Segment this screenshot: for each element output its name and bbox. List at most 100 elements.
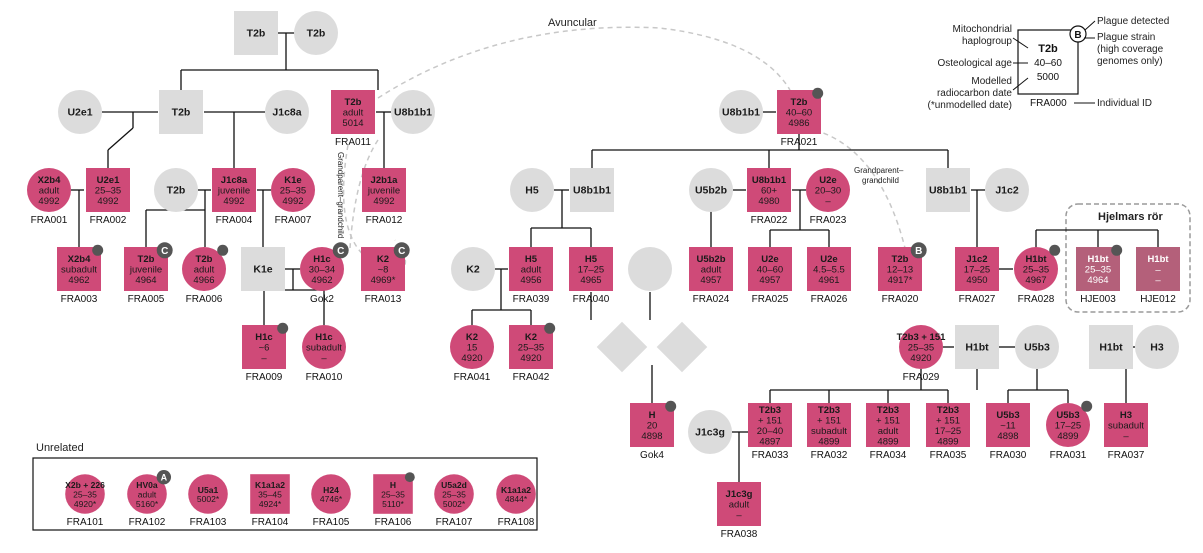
node-t2b_c: T2b — [154, 168, 198, 212]
pedigree-line — [107, 127, 134, 151]
legend-leader-lines — [1012, 20, 1096, 104]
node-label-line: K2 — [466, 332, 478, 343]
node-label-line: ~11 — [1000, 421, 1015, 432]
square-shape — [866, 403, 910, 447]
node-label-line: 4920* — [74, 499, 97, 509]
node-label-line: 4897 — [759, 436, 780, 447]
legend-badge-letter: B — [1074, 30, 1081, 41]
plague-detected-dot — [1049, 244, 1061, 256]
plague-strain-letter: C — [398, 246, 405, 257]
plague-strain-letter: C — [337, 246, 344, 257]
square-shape — [689, 247, 733, 291]
legend-label-id: Individual ID — [1097, 98, 1152, 109]
node-label-line: + 151 — [936, 415, 960, 426]
node-label-line: 4746* — [320, 494, 343, 504]
circle-shape — [188, 474, 228, 514]
node-label-line: 4899 — [877, 436, 898, 447]
node-label-line: 4980 — [758, 196, 779, 207]
node-label-line: J2b1a — [371, 175, 399, 186]
node-label-line: – — [736, 510, 742, 521]
square-shape — [234, 11, 278, 55]
circle-shape — [899, 325, 943, 369]
individual-id: FRA010 — [306, 372, 343, 383]
individual-id: FRA102 — [129, 517, 166, 528]
unrelated-group-box — [32, 457, 538, 531]
node-label-line: K2 — [466, 264, 480, 276]
individual-id: FRA001 — [31, 215, 68, 226]
individual-id: FRA034 — [870, 450, 907, 461]
node-h1bt_sq2: H1bt — [1089, 325, 1133, 369]
node-label-line: 4899 — [937, 436, 958, 447]
plague-detected-dot — [665, 400, 677, 412]
legend-id: FRA000 — [1030, 98, 1067, 109]
node-label-line: adult — [39, 186, 60, 197]
node-label-line: U5b3 — [996, 410, 1019, 421]
node-label-line: 17–25 — [578, 265, 604, 276]
node-label-line: 4967 — [1025, 275, 1046, 286]
node-label-line: – — [1155, 265, 1161, 276]
node-j1c8a_g: J1c8a — [265, 90, 309, 134]
node-label-line: H5 — [525, 185, 539, 197]
legend-label-strain-3: genomes only) — [1097, 56, 1163, 67]
node-k2_g: K2 — [451, 247, 495, 291]
node-label-line: 5014 — [342, 118, 363, 129]
square-shape — [331, 90, 375, 134]
node-label-line: 4992 — [38, 196, 59, 207]
plague-strain-letter: C — [161, 246, 168, 257]
node-label-line: 15 — [467, 343, 478, 354]
hjelmars-group-box — [1065, 203, 1191, 313]
circle-shape — [271, 168, 315, 212]
node-label-line: 4966 — [193, 275, 214, 286]
node-label-line: U8b1b1 — [722, 107, 760, 119]
legend-label-date-3: (*unmodelled date) — [928, 100, 1013, 111]
circle-shape — [300, 247, 344, 291]
legend-age: 40–60 — [1034, 58, 1062, 69]
node-label-line: U5b2b — [695, 185, 727, 197]
individual-id: FRA104 — [252, 517, 289, 528]
circle-shape — [496, 474, 536, 514]
circle-shape — [628, 247, 672, 291]
square-shape — [986, 403, 1030, 447]
square-shape — [362, 168, 406, 212]
square-shape — [86, 168, 130, 212]
plague-strain-badge — [393, 242, 410, 259]
plague-strain-badge — [910, 242, 927, 259]
individual-id: FRA013 — [365, 294, 402, 305]
node-label-line: 5002* — [443, 499, 466, 509]
circle-shape — [1135, 325, 1179, 369]
plague-strain-badge — [156, 242, 173, 259]
individual-id: FRA007 — [275, 215, 312, 226]
plague-detected-dot — [92, 244, 104, 256]
individual-id: FRA022 — [751, 215, 788, 226]
node-label-line: T2b3 + 151 — [897, 332, 947, 343]
individual-id: FRA021 — [781, 137, 818, 148]
node-label-line: U2e — [761, 254, 778, 265]
legend-badge-circle — [1069, 25, 1087, 43]
node-label-line: U2e — [820, 254, 837, 265]
node-label-line: 4920 — [910, 353, 931, 364]
individual-id: FRA002 — [90, 215, 127, 226]
node-label-line: subadult — [1108, 421, 1144, 432]
node-label-line: H5 — [525, 254, 538, 265]
individual-id: FRA026 — [811, 294, 848, 305]
node-label-line: ~8 — [378, 265, 389, 276]
individual-id: FRA031 — [1050, 450, 1087, 461]
square-shape — [1089, 325, 1133, 369]
node-label-line: subadult — [306, 343, 342, 354]
node-label-line: T2b3 — [937, 405, 959, 416]
circle-shape — [1014, 247, 1058, 291]
node-label-line: X2b + 226 — [65, 480, 105, 490]
